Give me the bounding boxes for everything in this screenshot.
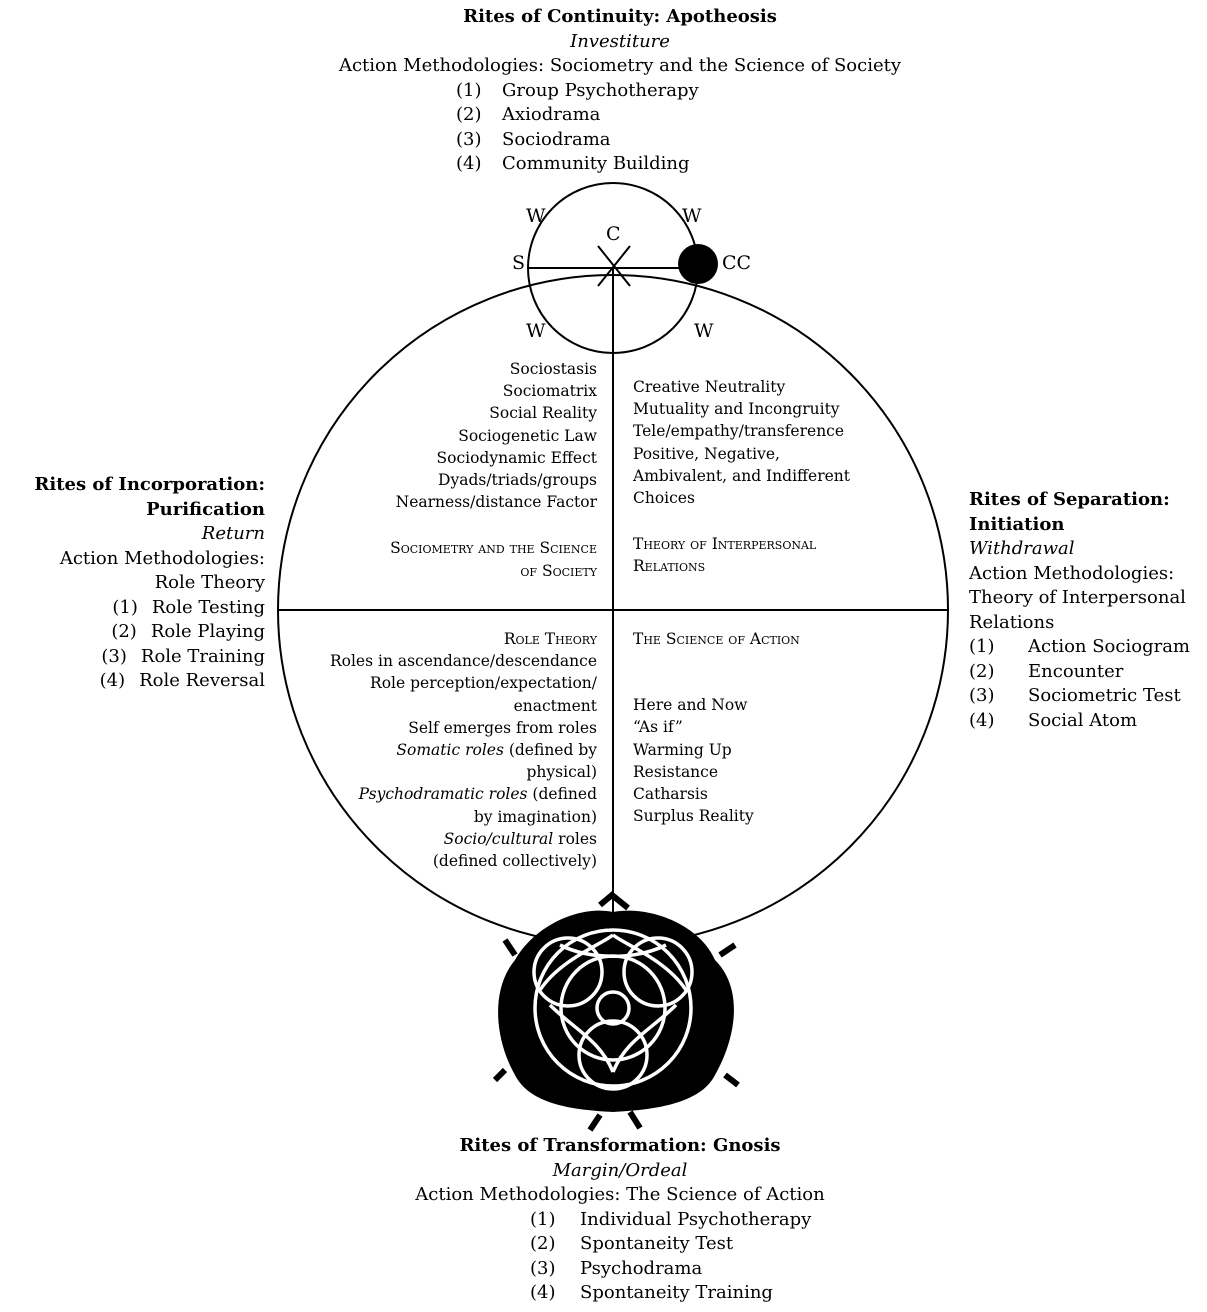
ll-line-5: Somatic roles (defined by [396, 741, 597, 760]
ur-line-2: Mutuality and Incongruity [633, 400, 840, 419]
left-block: Rites of Incorporation: Purification Ret… [0, 473, 265, 694]
ll-line-2: Role perception/expectation/ [370, 674, 597, 693]
label-w-top-right: W [682, 205, 702, 227]
bottom-list: (1)Individual Psychotherapy (2)Spontanei… [530, 1208, 811, 1306]
left-title-2: Purification [146, 498, 265, 520]
top-methodologies: Action Methodologies: Sociometry and the… [338, 55, 902, 76]
right-title-1: Rites of Separation: [969, 489, 1170, 510]
right-methodologies-2: Theory of Interpersonal [969, 587, 1186, 608]
right-item-4: (4)Social Atom [969, 709, 1138, 731]
ll-line-1: Roles in ascendance/descendance [329, 652, 597, 671]
bottom-item-1: (1)Individual Psychotherapy [530, 1208, 812, 1230]
label-w-bottom-right: W [694, 320, 714, 342]
lr-line-2: “As if” [633, 718, 683, 737]
quadrant-upper-left: Sociostasis Sociomatrix Social Reality S… [390, 358, 597, 582]
ll-line-9: Socio/cultural roles [443, 829, 597, 848]
lr-heading: The Science of Action [633, 630, 800, 648]
ll-heading: Role Theory [503, 630, 597, 648]
x-mark-line-2 [597, 245, 631, 287]
ll-line-8: by imagination) [473, 807, 597, 826]
right-item-2: (2)Encounter [969, 660, 1124, 682]
bottom-item-3: (3)Psychodrama [530, 1257, 703, 1279]
left-subtitle: Return [201, 523, 265, 544]
left-methodologies-2: Role Theory [154, 572, 265, 593]
top-item-3: (3)Sociodrama [456, 128, 611, 150]
right-methodologies-3: Relations [969, 611, 1055, 633]
right-block: Rites of Separation: Initiation Withdraw… [969, 488, 1190, 733]
quadrant-upper-right: Creative Neutrality Mutuality and Incong… [633, 376, 850, 578]
right-subtitle: Withdrawal [969, 538, 1075, 559]
left-title-1: Rites of Incorporation: [34, 474, 265, 495]
quadrant-lower-left: Role Theory Roles in ascendance/descenda… [330, 628, 597, 872]
bottom-item-2: (2)Spontaneity Test [530, 1233, 734, 1254]
lr-line-3: Warming Up [633, 740, 732, 759]
ul-line-1: Sociostasis [509, 360, 597, 378]
bottom-title: Rites of Transformation: Gnosis [459, 1135, 781, 1156]
ll-line-3: enactment [513, 696, 597, 715]
filled-dot [678, 244, 718, 284]
label-cc: CC [722, 252, 752, 274]
ll-line-4: Self emerges from roles [408, 718, 597, 737]
top-title: Rites of Continuity: Apotheosis [463, 6, 777, 27]
ul-heading-1: Sociometry and the Science [390, 539, 597, 558]
left-methodologies-1: Action Methodologies: [59, 547, 265, 569]
top-item-2: (2)Axiodrama [456, 104, 601, 125]
top-subtitle: Investiture [570, 30, 670, 52]
ll-line-7: Psychodramatic roles (defined [358, 785, 597, 804]
right-methodologies-1: Action Methodologies: [969, 562, 1175, 584]
left-item-1: (1)Role Testing [112, 596, 265, 618]
bottom-methodologies: Action Methodologies: The Science of Act… [415, 1184, 825, 1205]
bottom-item-4: (4)Spontaneity Training [530, 1282, 773, 1303]
quadrant-lower-right: The Science of Action Here and Now “As i… [633, 628, 800, 827]
ul-line-5: Sociodynamic Effect [436, 448, 598, 467]
ur-line-1: Creative Neutrality [633, 378, 786, 396]
left-item-4: (4)Role Reversal [99, 670, 265, 691]
right-item-1: (1)Action Sociogram [969, 636, 1190, 657]
ul-line-3: Social Reality [489, 404, 597, 423]
lr-line-6: Surplus Reality [633, 807, 754, 826]
top-item-1: (1)Group Psychotherapy [456, 79, 699, 101]
ur-line-5: Ambivalent, and Indifferent [633, 466, 850, 485]
top-block: Rites of Continuity: Apotheosis Investit… [300, 5, 940, 79]
top-item-4: (4)Community Building [456, 153, 690, 174]
ll-line-10: (defined collectively) [432, 852, 597, 871]
ur-heading-2: Relations [633, 557, 706, 576]
ll-line-6: physical) [526, 763, 598, 782]
label-w-bottom-left: W [526, 320, 546, 342]
ul-line-2: Sociomatrix [502, 382, 597, 401]
top-list: (1)Group Psychotherapy (2)Axiodrama (3)S… [456, 79, 699, 177]
label-s: S [512, 252, 526, 274]
ul-line-6: Dyads/triads/groups [438, 471, 597, 490]
bottom-subtitle: Margin/Ordeal [552, 1159, 688, 1181]
lr-line-4: Resistance [633, 762, 719, 781]
right-item-3: (3)Sociometric Test [969, 685, 1181, 706]
ul-line-4: Sociogenetic Law [458, 426, 597, 445]
right-title-2: Initiation [969, 513, 1065, 535]
label-w-top-left: W [526, 205, 546, 227]
ur-line-4: Positive, Negative, [633, 444, 780, 463]
bottom-block: Rites of Transformation: Gnosis Margin/O… [300, 1134, 940, 1208]
ul-heading-2: of Society [520, 561, 597, 580]
lr-line-1: Here and Now [633, 696, 748, 715]
ur-heading-1: Theory of Interpersonal [633, 535, 817, 554]
celtic-knot-icon [492, 891, 740, 1132]
label-c: C [606, 223, 621, 245]
lr-line-5: Catharsis [633, 785, 708, 804]
ul-line-7: Nearness/distance Factor [395, 493, 597, 512]
ur-line-6: Choices [633, 489, 695, 508]
left-item-2: (2)Role Playing [111, 621, 265, 642]
left-item-3: (3)Role Training [101, 645, 265, 667]
ur-line-3: Tele/empathy/transference [633, 422, 845, 441]
